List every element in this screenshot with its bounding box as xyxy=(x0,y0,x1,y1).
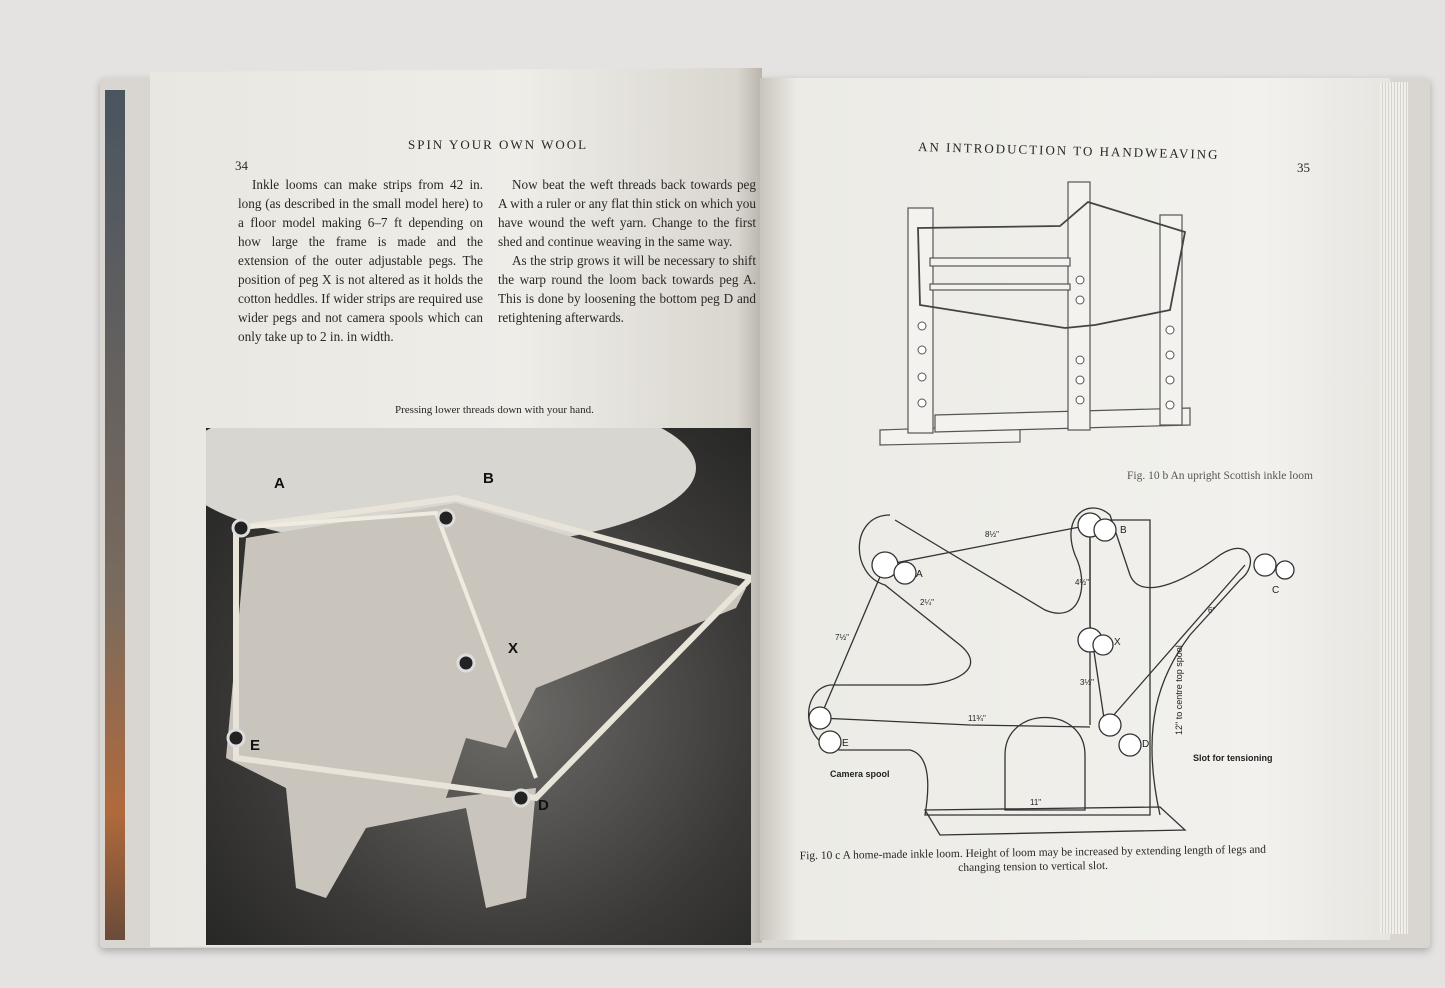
photo-label-d: D xyxy=(538,797,549,814)
fig-10c-homemade-loom: A B C X D E Camera spool Slot for tensio… xyxy=(808,507,1295,836)
cover-edge xyxy=(105,90,125,940)
label-b: B xyxy=(1120,525,1127,536)
label-camera-spool: Camera spool xyxy=(830,769,890,779)
dim-ab: 8½" xyxy=(985,530,999,539)
photo-caption: Pressing lower threads down with your ha… xyxy=(395,404,594,416)
text-column-1: Inkle looms can make strips from 42 in. … xyxy=(238,177,483,344)
label-height: 12" to centre top spool xyxy=(1174,645,1184,735)
loom-photo: A B X E D xyxy=(206,428,751,945)
label-x: X xyxy=(1114,637,1121,648)
text-column-2-container: Now beat the weft threads back towards p… xyxy=(498,175,756,327)
running-head-left: SPIN YOUR OWN WOOL xyxy=(408,137,589,152)
dim-ae: 7½" xyxy=(835,633,849,642)
fig-10b-caption: Fig. 10 b An upright Scottish inkle loom xyxy=(1127,470,1313,482)
text-column-2: Now beat the weft threads back towards p… xyxy=(498,177,756,249)
dim-bx: 4½" xyxy=(1075,578,1089,587)
photo-label-a: A xyxy=(274,475,285,492)
dim-base: 11" xyxy=(1030,798,1041,807)
photo-label-x: X xyxy=(508,640,518,657)
dim-width: 2¼" xyxy=(920,598,934,607)
dim-cd: 6" xyxy=(1208,606,1215,615)
dim-xd: 3½" xyxy=(1080,678,1094,687)
photo-label-b: B xyxy=(483,470,494,487)
fig-10b-upright-loom xyxy=(879,181,1191,446)
page-number-right: 35 xyxy=(1297,160,1310,175)
label-a: A xyxy=(916,569,923,580)
photo-label-e: E xyxy=(250,737,260,754)
text-column-2b: As the strip grows it will be necessary … xyxy=(498,253,756,325)
label-d: D xyxy=(1142,739,1149,750)
label-slot: Slot for tensioning xyxy=(1193,753,1273,763)
dim-ed: 11¾" xyxy=(968,714,986,723)
label-c: C xyxy=(1272,585,1279,596)
page-edges xyxy=(1380,82,1408,934)
page-number-left: 34 xyxy=(235,158,248,173)
loom-photo-drawing: A B X E D xyxy=(206,428,751,908)
label-e: E xyxy=(842,738,849,749)
